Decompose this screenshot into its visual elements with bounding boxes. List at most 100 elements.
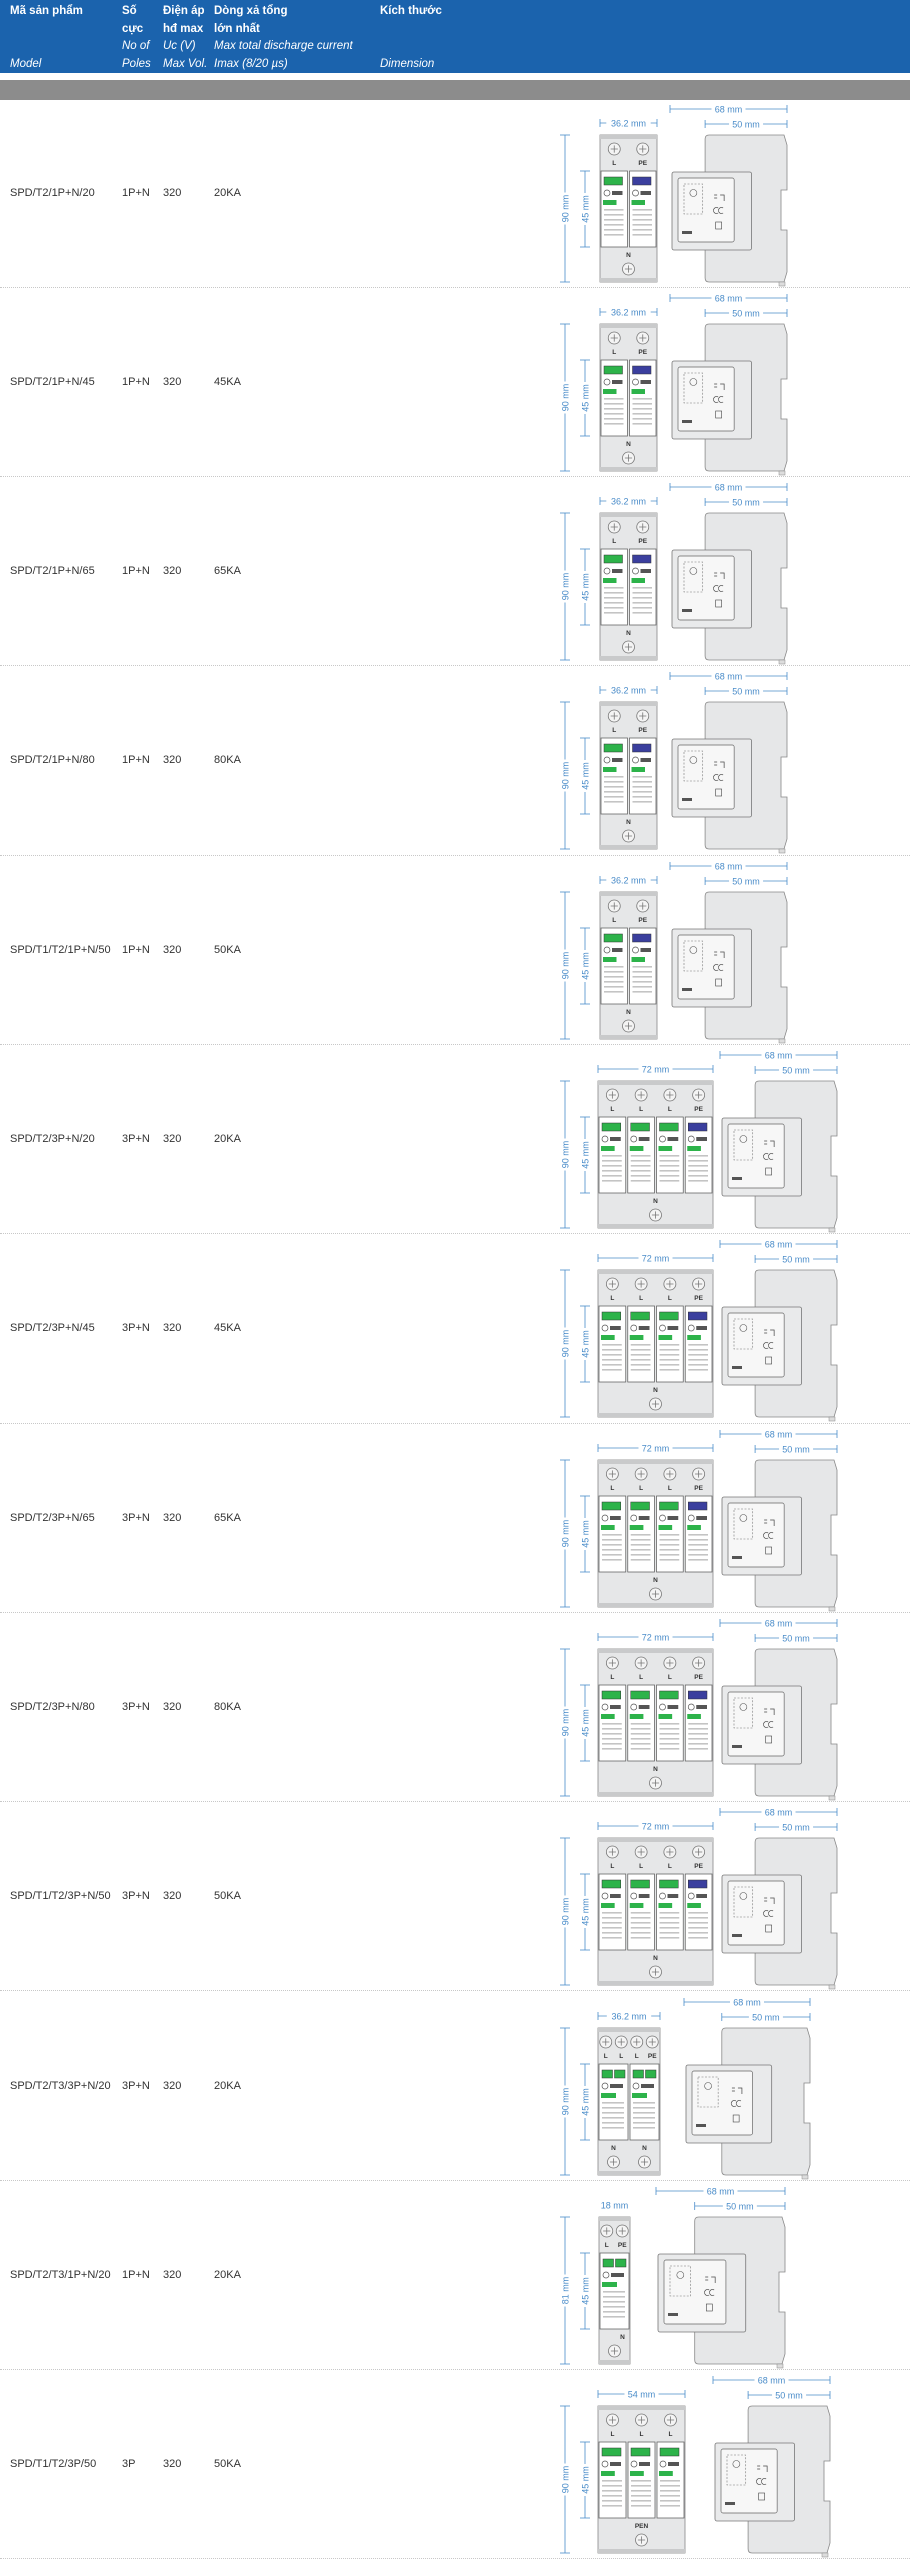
terminal-label: L [639, 1863, 643, 1870]
brand-logo-icon [601, 1135, 609, 1143]
spec-text-line [630, 1727, 651, 1730]
weee-bin-icon [765, 1924, 772, 1933]
module-height-dimension-bg [579, 2274, 591, 2307]
brand-logo-mark [639, 2462, 650, 2467]
spec-text-line [659, 1364, 680, 1366]
brand-logo-icon [687, 1703, 695, 1711]
spec-text-line [602, 1937, 622, 1939]
brand-logo-icon [601, 2082, 609, 2089]
spd-label-tag [687, 1713, 701, 1719]
spec-text-line [630, 1155, 651, 1157]
brand-logo-mark [640, 569, 651, 574]
spec-text-line [688, 1737, 708, 1740]
brand-logo-icon [601, 2460, 609, 2468]
spec-text-line [630, 1922, 651, 1924]
terminal-label: PE [694, 1295, 703, 1302]
brand-mark [732, 1934, 742, 1938]
screw-cross [610, 712, 618, 720]
module-height-dimension-label: 45 mm [581, 2277, 591, 2305]
depth-dimension-label: 68 mm [758, 2376, 786, 2386]
spec-text-line [632, 975, 652, 978]
height-dimension-bg [559, 759, 571, 792]
spec-text-line [602, 1538, 622, 1541]
terminal-label: N [620, 2334, 625, 2341]
spec-text-line [604, 970, 624, 973]
brand-mark [682, 987, 692, 991]
brand-logo-mark [612, 947, 623, 952]
circuit-symbol-icon [733, 1129, 754, 1161]
brand-logo-mark [696, 1326, 707, 1331]
circuit-symbol [739, 1135, 748, 1143]
spd-label-tag [602, 2281, 617, 2287]
status-indicator [601, 1501, 621, 1510]
terminal-label: PEN [635, 2523, 649, 2530]
body-depth-dimension-bg [779, 1064, 814, 1076]
spec-text-line [688, 1364, 708, 1366]
spec-text-line [632, 791, 652, 793]
screw-cross [637, 1280, 645, 1288]
brand-logo-icon [659, 1892, 666, 1900]
screw-cross [695, 1280, 703, 1288]
spec-text-line [632, 985, 652, 988]
terminal-label: L [668, 1863, 672, 1870]
header-model-en: Model [10, 57, 42, 70]
terminal-label: N [626, 252, 631, 259]
spec-text-line [630, 1165, 651, 1167]
spec-text-line [602, 1364, 622, 1366]
spec-text-line [603, 2315, 625, 2318]
header-voltage-en-1: Uc (V) [163, 40, 196, 52]
device-bottom-rail [598, 1602, 713, 1607]
spec-text-line [688, 1927, 708, 1929]
spec-text-line [632, 781, 652, 783]
din-clip [776, 2363, 784, 2369]
header-poles-en-2: Poles [122, 57, 151, 70]
spec-text-line [631, 2505, 651, 2507]
terminal-label: PE [694, 1106, 703, 1113]
screw-cross [610, 902, 618, 910]
circuit-symbol-icon [669, 2265, 691, 2297]
terminal-label: L [639, 1674, 643, 1681]
body-depth-dimension-bg [722, 2199, 757, 2212]
spd-label-tag [630, 2471, 644, 2477]
spec-text-line [688, 1175, 708, 1177]
cell-voltage: 320 [163, 754, 182, 767]
circuit-symbol [739, 1703, 748, 1711]
weee-bin-icon [765, 1735, 772, 1744]
spec-text-line [604, 597, 624, 599]
terminal-label: L [610, 1295, 614, 1302]
module-height-dimension-bg [579, 381, 591, 414]
brand-logo-icon [659, 1514, 666, 1521]
width-dimension-label: 36.2 mm [611, 875, 646, 885]
cell-current: 50KA [214, 943, 241, 956]
spec-text-line [659, 1165, 680, 1167]
header-poles-vi-2: cực [122, 22, 144, 35]
spd-module [600, 548, 628, 626]
spec-text-line [688, 1747, 708, 1750]
spec-text-line [659, 1533, 680, 1536]
circuit-symbol-icon [683, 940, 704, 971]
module-height-dimension-label: 45 mm [581, 384, 591, 412]
screw-cross [624, 264, 633, 273]
terminal-label: L [612, 917, 616, 924]
brand-logo-icon [630, 1324, 638, 1332]
cell-voltage: 320 [163, 1133, 182, 1145]
spec-text-line [631, 2500, 651, 2502]
spec-text-line [603, 2310, 625, 2313]
circuit-symbol-icon [683, 183, 704, 214]
spec-text-line [630, 1538, 651, 1541]
brand-logo-mark [668, 2462, 679, 2467]
spec-text-line [602, 1917, 622, 1919]
spd-module [656, 1684, 684, 1762]
circuit-symbol [689, 567, 698, 575]
height-dimension-bg [559, 192, 571, 224]
brand-logo-mark [610, 1326, 621, 1331]
spec-text-line [632, 796, 652, 798]
spd-label-tag [687, 1335, 701, 1341]
spd-module [629, 927, 657, 1005]
label-panel [727, 1502, 785, 1567]
brand-logo-icon [603, 757, 611, 764]
